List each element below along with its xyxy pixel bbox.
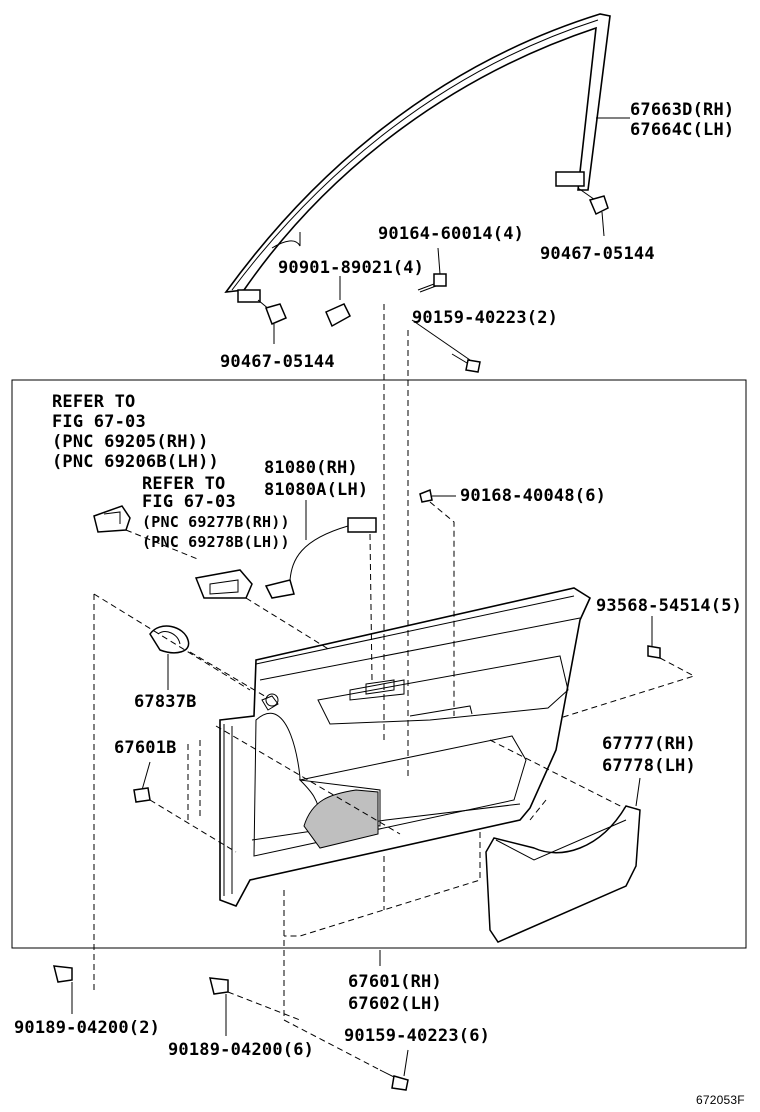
callout-lamp-rh: 81080(RH) [264, 458, 358, 478]
screw-bottom [283, 1019, 409, 1091]
callout-clip-right: 90467-05144 [540, 244, 655, 264]
callout-panel-rh: 67601(RH) [348, 972, 442, 992]
door-trim-panel [219, 587, 592, 907]
screw-top [417, 247, 447, 293]
screw-upper [411, 319, 481, 373]
door-weatherstrip [224, 13, 611, 303]
clip-bottom-left [53, 965, 73, 1014]
clip-left-top [257, 299, 287, 344]
refer2-line4: (PNC 69278B(LH)) [142, 533, 290, 551]
assembly-frame [11, 379, 747, 949]
refer2-line3: (PNC 69277B(RH)) [142, 513, 290, 531]
callout-weatherstrip-rh: 67663D(RH) [630, 100, 735, 120]
callout-screw-bottom: 90159-40223(6) [344, 1026, 491, 1046]
callout-clip-center: 90901-89021(4) [278, 258, 425, 278]
callout-lamp-lh: 81080A(LH) [264, 480, 369, 500]
refer1-line1: REFER TO [52, 392, 136, 412]
callout-pocket-rh: 67777(RH) [602, 734, 696, 754]
clip-center [325, 276, 351, 328]
callout-clip-bottom-left: 90189-04200(2) [14, 1018, 161, 1038]
door-pocket [485, 777, 641, 943]
switch-base-part [93, 505, 201, 561]
switch-part [194, 569, 331, 651]
callout-clip-left: 90467-05144 [220, 352, 335, 372]
callout-panel-lh: 67602(LH) [348, 994, 442, 1014]
courtesy-lamp [264, 500, 377, 681]
clip-right-top [577, 187, 609, 237]
callout-clip-bottom-mid: 90189-04200(6) [168, 1040, 315, 1060]
callout-clip-stud: 67601B [114, 738, 177, 758]
callout-clip-far-right: 93568-54514(5) [596, 596, 743, 616]
grommet [149, 625, 269, 699]
figure-number: 672053F [696, 1093, 745, 1107]
callout-screw-upper: 90159-40223(2) [412, 308, 559, 328]
callout-clip-mid: 90168-40048(6) [460, 486, 607, 506]
refer1-line3: (PNC 69205(RH)) [52, 432, 209, 452]
callout-grommet: 67837B [134, 692, 197, 712]
callout-pocket-lh: 67778(LH) [602, 756, 696, 776]
refer2-line1: REFER TO [142, 474, 226, 494]
clip-bottom-mid [209, 977, 301, 1036]
callout-screw-top: 90164-60014(4) [378, 224, 525, 244]
refer1-line4: (PNC 69206B(LH)) [52, 452, 219, 472]
refer1-line2: FIG 67-03 [52, 412, 146, 432]
clip-far-right [559, 616, 696, 719]
callout-weatherstrip-lh: 67664C(LH) [630, 120, 735, 140]
clip-stud [133, 761, 237, 853]
refer2-line2: FIG 67-03 [142, 492, 236, 512]
clip-mid [419, 488, 456, 716]
